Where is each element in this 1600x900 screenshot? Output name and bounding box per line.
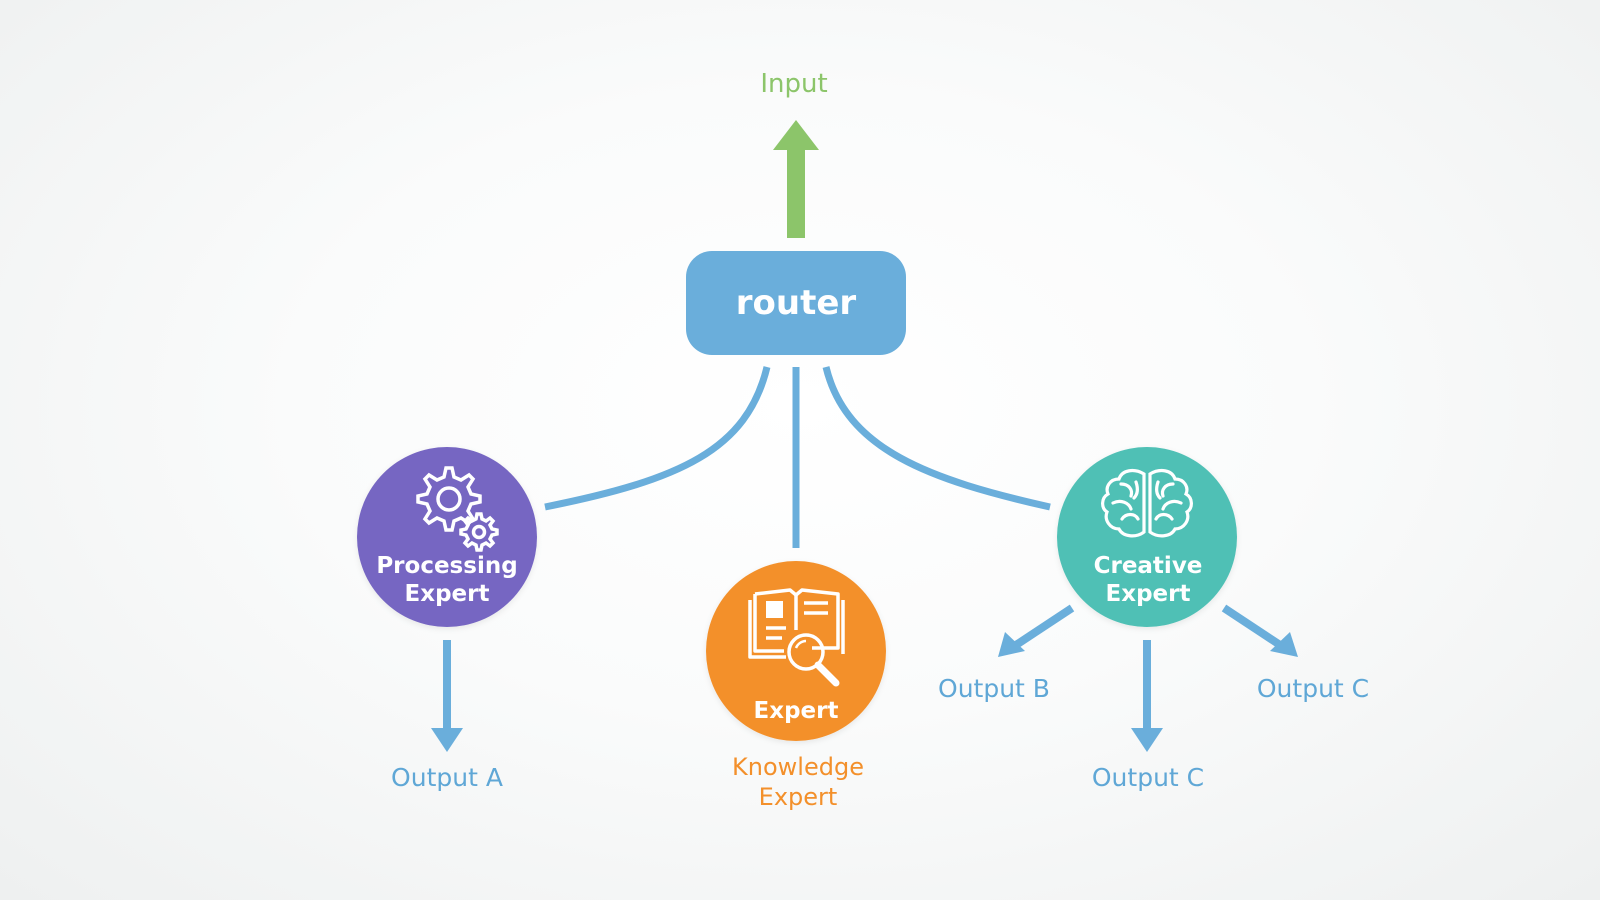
output-b-label: Output B	[938, 674, 1050, 703]
knowledge-expert-caption-line2: Expert	[758, 783, 838, 811]
input-arrow	[773, 120, 819, 238]
knowledge-expert-node-label: Expert	[753, 698, 839, 724]
input-label: Input	[760, 69, 828, 99]
processing-expert-node	[357, 447, 537, 627]
knowledge-expert-node	[706, 561, 886, 741]
processing-expert-label: Processing Expert	[347, 552, 547, 608]
brain-icon	[1101, 468, 1193, 538]
arrow-to-output-a	[431, 640, 463, 752]
knowledge-expert-caption-line1: Knowledge	[732, 753, 864, 781]
creative-expert-label-line2: Expert	[1105, 581, 1191, 607]
gears-icon	[416, 466, 499, 552]
connector-to-creative-expert	[822, 366, 1051, 511]
creative-expert-label-line1: Creative	[1093, 553, 1203, 579]
output-c-bottom-label: Output C	[1091, 763, 1205, 792]
router-connectors	[544, 366, 1051, 548]
arrow-to-output-c-bottom	[1131, 640, 1163, 752]
arrow-to-output-b	[998, 604, 1075, 657]
processing-expert-label-line2: Expert	[404, 581, 490, 607]
arrow-to-output-c-right	[1221, 604, 1298, 657]
processing-expert-label-line1: Processing	[376, 553, 518, 579]
connector-to-processing-expert	[544, 366, 771, 511]
book-search-icon	[748, 588, 845, 687]
output-c-right-label: Output C	[1256, 674, 1370, 703]
knowledge-expert-caption: Knowledge Expert	[698, 752, 898, 812]
output-a-label: Output A	[391, 763, 503, 792]
router-label: router	[735, 283, 857, 323]
router-node: router	[686, 251, 906, 355]
creative-expert-label: Creative Expert	[1048, 552, 1248, 608]
creative-expert-node	[1057, 447, 1237, 627]
